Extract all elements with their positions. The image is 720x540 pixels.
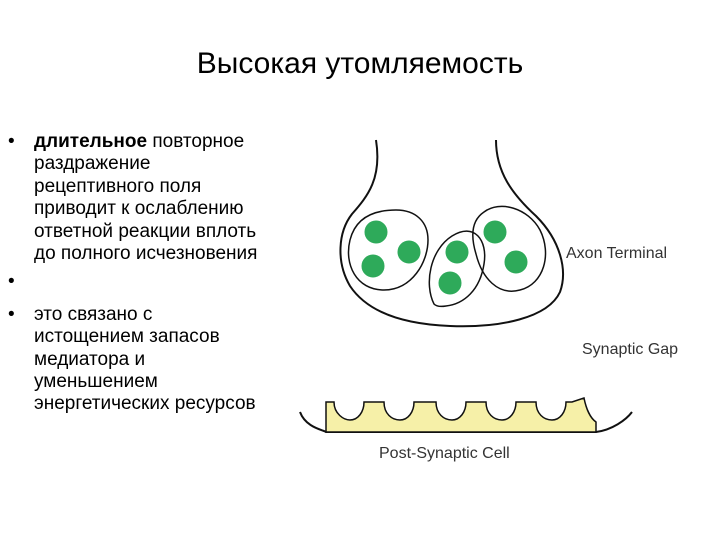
neurotransmitter-dot — [438, 271, 462, 295]
neurotransmitter-dot — [483, 220, 507, 244]
neurotransmitter-dot — [504, 250, 528, 274]
bullet-1-line-3: рецептивного поля — [34, 175, 202, 197]
neurotransmitter-dot — [445, 240, 469, 264]
bullet-1-line-2: раздражение — [34, 153, 151, 175]
bullet-3-line-5: энергетических ресурсов — [34, 393, 256, 415]
bullet-dot-icon: • — [8, 131, 15, 152]
axon-terminal-outline — [339, 139, 564, 328]
post-synaptic-membrane — [299, 397, 633, 433]
bullet-list: • длительное повторное раздражение рецеп… — [8, 131, 326, 416]
bullet-item-2-empty: • — [8, 271, 326, 293]
vesicle-2 — [428, 230, 486, 308]
neurotransmitter-dot — [364, 220, 388, 244]
bullet-1-bold-text: длительное — [34, 131, 148, 152]
bullet-1-line-1: длительное повторное — [34, 131, 326, 153]
slide-title: Высокая утомляемость — [196, 47, 524, 80]
post-synaptic-cell-label: Post-Synaptic Cell — [379, 445, 510, 462]
bullet-1-line-6: до полного исчезновения — [34, 243, 258, 265]
vesicle-3 — [471, 205, 547, 292]
bullet-dot-icon: • — [8, 271, 15, 293]
bullet-item-1: • длительное повторное раздражение рецеп… — [8, 131, 326, 265]
bullet-dot-icon: • — [8, 303, 15, 325]
neurotransmitter-dot — [361, 254, 385, 278]
receptor-strip — [325, 397, 597, 433]
bullet-1-line-5: ответной реакции вплоть — [34, 220, 257, 242]
axon-terminal-label: Axon Terminal — [566, 245, 667, 262]
vesicle-3-membrane — [471, 205, 547, 292]
bullet-1-line-4: приводит к ослаблению — [34, 198, 244, 220]
neurotransmitter-dot — [397, 240, 421, 264]
bullet-3-line-2: истощением запасов — [34, 326, 220, 348]
bullet-1-first-line-rest: повторное — [147, 131, 245, 152]
bullet-item-3: • это связано с истощением запасов медиа… — [8, 304, 326, 416]
vesicle-1 — [347, 209, 429, 291]
vesicle-2-membrane — [428, 230, 486, 308]
synaptic-gap-label: Synaptic Gap — [582, 341, 678, 358]
bullet-3-line-1: это связано с — [34, 303, 153, 325]
bullet-3-line-4: уменьшением — [34, 371, 158, 393]
vesicle-1-membrane — [347, 209, 429, 291]
bullet-3-line-3: медиатора и — [34, 348, 146, 370]
